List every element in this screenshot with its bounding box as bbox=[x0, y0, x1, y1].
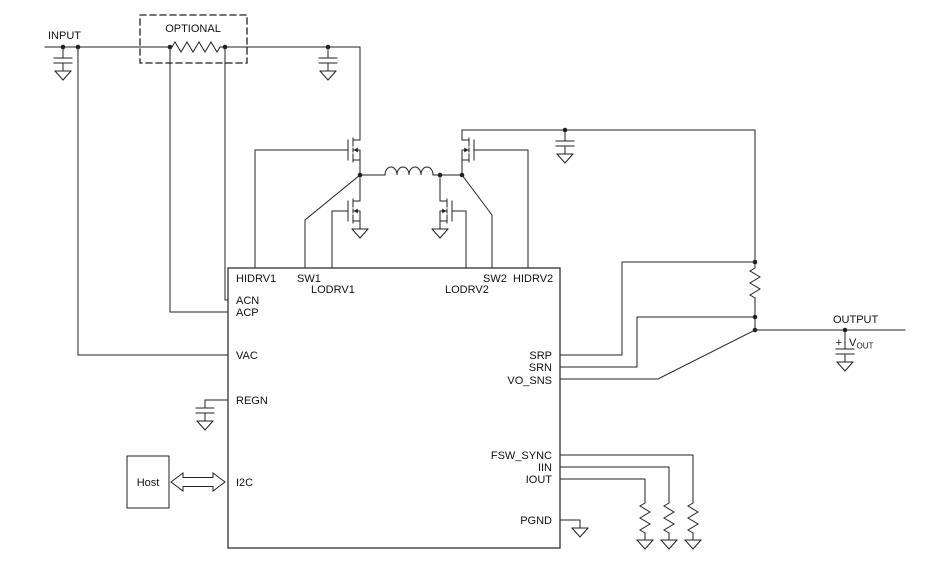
vout-plus-label: + bbox=[836, 337, 842, 349]
input-label: INPUT bbox=[48, 30, 81, 42]
input-rail: INPUT bbox=[44, 30, 361, 48]
vout-subscript-label: OUT bbox=[857, 342, 874, 351]
srn-trace bbox=[559, 316, 756, 368]
optional-sense-resistor: OPTIONAL bbox=[139, 14, 248, 64]
vac-trace bbox=[77, 46, 229, 356]
pin-label-acn: ACN bbox=[236, 295, 259, 307]
resistor-icon bbox=[639, 502, 651, 534]
mosfet-icon-ls2 bbox=[439, 198, 453, 224]
srp-trace bbox=[559, 261, 756, 356]
ground-icon bbox=[836, 361, 854, 372]
pin-label-hidrv1: HIDRV1 bbox=[236, 273, 276, 285]
pin-label-i2c: I2C bbox=[236, 477, 253, 489]
pin-label-vac: VAC bbox=[236, 350, 258, 362]
pin-label-iin: IIN bbox=[538, 462, 552, 474]
ic-body-box bbox=[227, 267, 561, 549]
pin-label-srp: SRP bbox=[529, 350, 552, 362]
ground-icon bbox=[54, 70, 72, 81]
fsw-sync-trace bbox=[559, 454, 694, 504]
input-capacitor-1 bbox=[53, 46, 73, 81]
output-network: OUTPUT + V OUT bbox=[559, 129, 906, 380]
ground-icon bbox=[319, 70, 337, 81]
ground-icon bbox=[556, 153, 574, 164]
ground-icon bbox=[636, 539, 654, 550]
ground-icon bbox=[196, 420, 214, 431]
ground-icon bbox=[660, 539, 678, 550]
pin-label-pgnd: PGND bbox=[520, 515, 552, 527]
pin-label-iout: IOUT bbox=[526, 474, 553, 486]
ground-icon bbox=[684, 539, 702, 550]
ic-outline bbox=[227, 267, 561, 549]
junction-dots bbox=[60, 44, 848, 333]
input-capacitor-2 bbox=[318, 46, 338, 81]
capacitor-icon bbox=[555, 140, 575, 147]
ground-icon bbox=[351, 228, 369, 239]
acp-trace bbox=[169, 46, 229, 313]
pin-label-vo-sns: VO_SNS bbox=[507, 375, 552, 387]
vout-capacitor-icon bbox=[835, 348, 855, 355]
pin-label-sw2: SW2 bbox=[483, 273, 507, 285]
host-interface: Host bbox=[126, 455, 226, 509]
vout-label: V bbox=[849, 337, 857, 349]
capacitor-icon bbox=[53, 57, 73, 64]
iin-trace bbox=[559, 466, 670, 504]
ic-pin-labels: HIDRV1 SW1 LODRV1 LODRV2 SW2 HIDRV2 ACN … bbox=[236, 273, 553, 527]
mosfet-icon-hs1 bbox=[347, 137, 361, 163]
output-label: OUTPUT bbox=[833, 314, 879, 326]
ground-icon bbox=[431, 228, 449, 239]
resistor-icon bbox=[663, 502, 675, 534]
host-label: Host bbox=[137, 477, 160, 489]
pin-label-srn: SRN bbox=[529, 362, 552, 374]
host-box bbox=[126, 455, 170, 509]
regn-capacitor bbox=[195, 399, 229, 431]
capacitor-icon bbox=[318, 57, 338, 64]
resistor-icon bbox=[687, 502, 699, 534]
power-stage bbox=[254, 46, 756, 269]
iout-trace bbox=[559, 478, 646, 504]
capacitor-icon bbox=[195, 407, 215, 414]
ground-icon bbox=[571, 527, 589, 538]
sw2-trace bbox=[461, 174, 493, 269]
pin-label-fsw-sync: FSW_SYNC bbox=[491, 450, 552, 462]
sense-resistor-icon bbox=[749, 267, 761, 299]
programming-resistors bbox=[559, 454, 702, 550]
pin-label-regn: REGN bbox=[236, 395, 268, 407]
optional-label: OPTIONAL bbox=[165, 23, 221, 35]
vo-sns-trace bbox=[559, 329, 756, 380]
pin-label-sw1: SW1 bbox=[297, 273, 321, 285]
pin-label-lodrv2: LODRV2 bbox=[445, 284, 489, 296]
pin-label-lodrv1: LODRV1 bbox=[311, 284, 355, 296]
mosfet-icon-hs2 bbox=[461, 137, 475, 163]
sw1-trace bbox=[304, 174, 361, 269]
optional-region-box bbox=[139, 14, 248, 64]
resistor-icon bbox=[171, 41, 221, 53]
pgnd-trace bbox=[559, 519, 589, 538]
bidirectional-arrow-icon bbox=[170, 472, 226, 492]
mosfet-icon-ls1 bbox=[347, 198, 361, 224]
pin-label-acp: ACP bbox=[236, 307, 259, 319]
pin-label-hidrv2: HIDRV2 bbox=[513, 273, 553, 285]
acn-trace bbox=[224, 46, 229, 301]
inductor-icon bbox=[384, 166, 434, 176]
